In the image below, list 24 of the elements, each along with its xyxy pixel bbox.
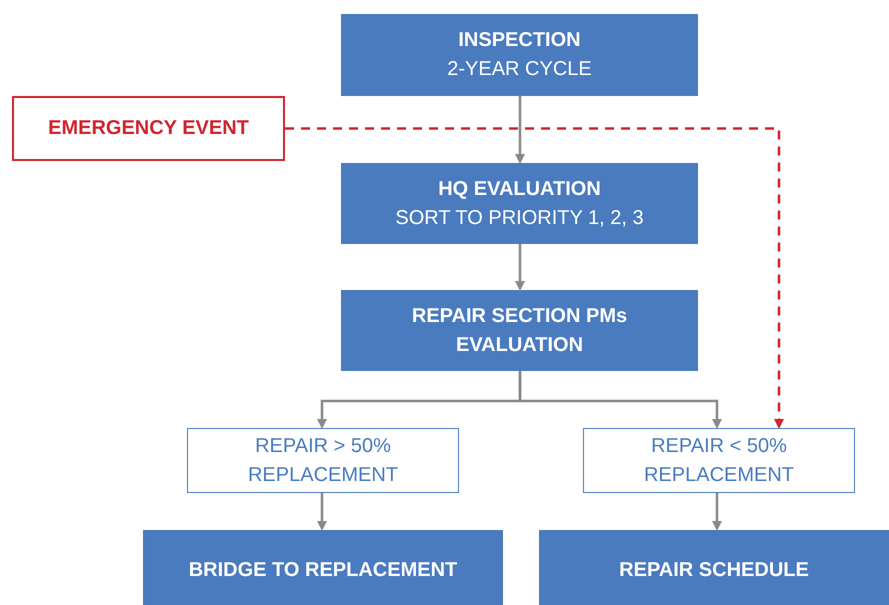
box-title: INSPECTION <box>458 28 581 53</box>
box-title: BRIDGE TO REPLACEMENT <box>188 558 458 582</box>
arrow <box>317 493 327 531</box>
event-box <box>12 96 285 161</box>
box-title: HQ EVALUATION <box>438 176 601 202</box>
process-box <box>539 530 889 605</box>
box-subtitle: 2-YEAR CYCLE <box>447 57 592 82</box>
box-title: EMERGENCY EVENT <box>48 116 249 141</box>
process-box <box>143 530 503 605</box>
process-box <box>341 14 698 96</box>
arrow <box>515 244 525 291</box>
process-box <box>583 428 855 493</box>
process-box <box>187 428 459 493</box>
box-title: REPAIR > 50% REPLACEMENT <box>246 434 400 488</box>
arrow <box>515 96 525 164</box>
box-title: REPAIR SECTION PMs EVALUATION <box>410 304 628 358</box>
process-box <box>341 290 698 371</box>
box-subtitle: SORT TO PRIORITY 1, 2, 3 <box>395 206 644 230</box>
box-title: REPAIR SCHEDULE <box>619 558 809 582</box>
arrow <box>285 127 784 429</box>
arrow <box>712 493 722 531</box>
arrow <box>518 371 722 429</box>
box-title: REPAIR < 50% REPLACEMENT <box>642 434 796 488</box>
process-box <box>341 163 698 244</box>
